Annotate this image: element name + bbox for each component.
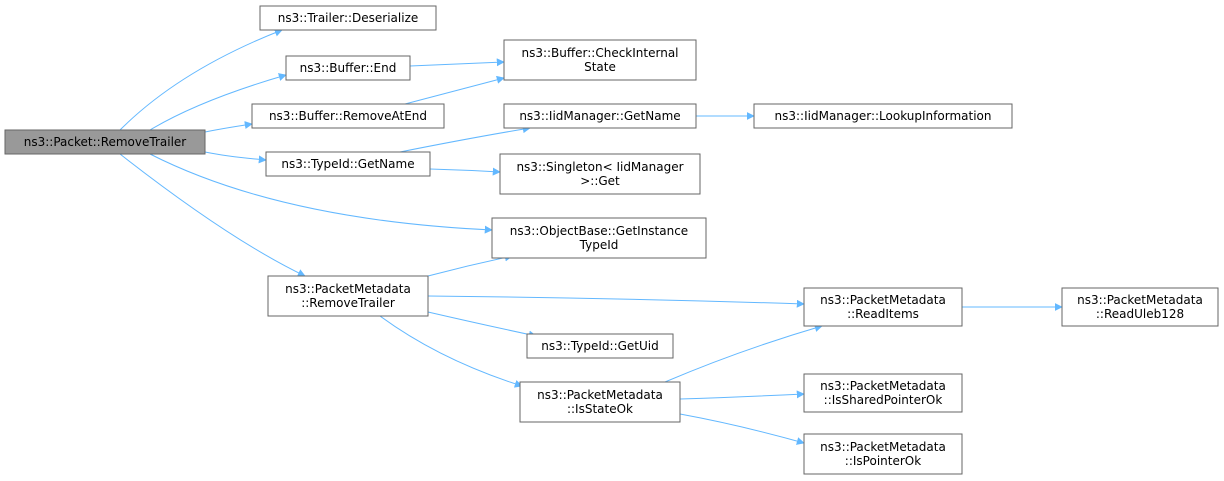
node-label: ns3::PacketMetadata <box>1077 293 1203 307</box>
node-label: ns3::TypeId::GetUid <box>541 339 659 353</box>
node-pm-issharedptr[interactable]: ns3::PacketMetadata::IsSharedPointerOk <box>803 373 963 413</box>
node-trailer-deserialize[interactable]: ns3::Trailer::Deserialize <box>259 5 437 31</box>
edge-pm_isstateok-to-pm_issharedptr <box>679 390 805 400</box>
node-box[interactable] <box>491 217 707 259</box>
edge-typeid_getname-to-iid_getname <box>399 125 531 153</box>
node-box[interactable] <box>259 5 437 31</box>
node-label: ns3::Singleton< IidManager <box>516 160 683 174</box>
node-typeid-getuid[interactable]: ns3::TypeId::GetUid <box>526 333 674 359</box>
node-label: ns3::PacketMetadata <box>820 440 946 454</box>
node-box <box>4 129 206 155</box>
node-label: ns3::PacketMetadata <box>820 293 946 307</box>
node-label: ns3::Buffer::CheckInternal <box>521 46 678 60</box>
node-label: ns3::PacketMetadata <box>820 379 946 393</box>
node-label: ::IsStateOk <box>567 402 633 416</box>
node-label: ns3::PacketMetadata <box>285 282 411 296</box>
node-label: ns3::Packet::RemoveTrailer <box>24 135 187 149</box>
edge-root-to-trailer_deserialize <box>119 28 283 131</box>
node-box[interactable] <box>753 103 1013 129</box>
node-label: >::Get <box>580 174 620 188</box>
edge-root-to-buffer_end <box>149 73 287 131</box>
node-box[interactable] <box>803 287 963 327</box>
edge-buffer_end-to-buffer_check <box>409 58 505 67</box>
node-box[interactable] <box>1061 287 1219 327</box>
edge-root-to-pm_removetrailer <box>119 153 306 277</box>
node-box[interactable] <box>285 55 411 81</box>
nodes-layer: ns3::Packet::RemoveTrailer ns3::Trailer::… <box>4 5 1219 475</box>
edge-root-to-buffer_removeatend <box>204 121 253 133</box>
node-pm-readitems[interactable]: ns3::PacketMetadata::ReadItems <box>803 287 963 327</box>
node-pm-removetrailer[interactable]: ns3::PacketMetadata::RemoveTrailer <box>267 275 429 317</box>
node-box[interactable] <box>251 103 445 129</box>
node-label: ns3::Buffer::RemoveAtEnd <box>269 109 427 123</box>
node-label: ::ReadItems <box>847 307 919 321</box>
node-root: ns3::Packet::RemoveTrailer <box>4 129 206 155</box>
edge-root-to-objectbase_get <box>149 153 493 234</box>
node-pm-isstateok[interactable]: ns3::PacketMetadata::IsStateOk <box>519 381 681 423</box>
node-label: ns3::IidManager::LookupInformation <box>775 109 992 123</box>
node-label: ns3::PacketMetadata <box>537 388 663 402</box>
edge-pm_removetrailer-to-pm_isstateok <box>379 315 523 388</box>
edge-pm_isstateok-to-pm_isptr <box>679 413 805 445</box>
edge-root-to-typeid_getname <box>204 151 267 164</box>
node-label: ns3::TypeId::GetName <box>281 157 414 171</box>
node-pm-readuleb[interactable]: ns3::PacketMetadata::ReadUleb128 <box>1061 287 1219 327</box>
node-box[interactable] <box>265 151 431 177</box>
node-box[interactable] <box>503 103 697 129</box>
node-label: ::IsPointerOk <box>845 454 921 468</box>
node-pm-isptr[interactable]: ns3::PacketMetadata::IsPointerOk <box>803 433 963 475</box>
node-box[interactable] <box>267 275 429 317</box>
node-iid-lookup[interactable]: ns3::IidManager::LookupInformation <box>753 103 1013 129</box>
node-singleton-get[interactable]: ns3::Singleton< IidManager>::Get <box>499 153 701 195</box>
node-label: ns3::Buffer::End <box>300 61 397 75</box>
node-label: ns3::ObjectBase::GetInstance <box>510 224 688 238</box>
node-box[interactable] <box>499 153 701 195</box>
node-label: ::ReadUleb128 <box>1096 307 1184 321</box>
node-buffer-removeatend[interactable]: ns3::Buffer::RemoveAtEnd <box>251 103 445 129</box>
node-label: TypeId <box>579 238 619 252</box>
node-label: State <box>584 60 616 74</box>
node-label: ns3::Trailer::Deserialize <box>278 11 419 25</box>
edge-typeid_getname-to-singleton_get <box>429 167 501 176</box>
node-buffer-end[interactable]: ns3::Buffer::End <box>285 55 411 81</box>
node-box[interactable] <box>519 381 681 423</box>
edge-pm_removetrailer-to-objectbase_get <box>427 253 513 277</box>
node-label: ::IsSharedPointerOk <box>824 393 943 407</box>
node-box[interactable] <box>526 333 674 359</box>
edges-layer <box>119 28 1063 445</box>
node-typeid-getname[interactable]: ns3::TypeId::GetName <box>265 151 431 177</box>
node-box[interactable] <box>803 373 963 413</box>
node-box[interactable] <box>803 433 963 475</box>
edge-pm_removetrailer-to-pm_readitems <box>427 295 805 308</box>
node-box[interactable] <box>503 39 697 81</box>
node-label: ns3::IidManager::GetName <box>519 109 680 123</box>
node-label: ::RemoveTrailer <box>301 296 395 310</box>
node-iid-getname[interactable]: ns3::IidManager::GetName <box>503 103 697 129</box>
edge-buffer_removeatend-to-buffer_check <box>404 75 505 105</box>
edge-pm_removetrailer-to-typeid_getuid <box>427 311 537 339</box>
edge-pm_isstateok-to-pm_readitems <box>664 324 823 383</box>
